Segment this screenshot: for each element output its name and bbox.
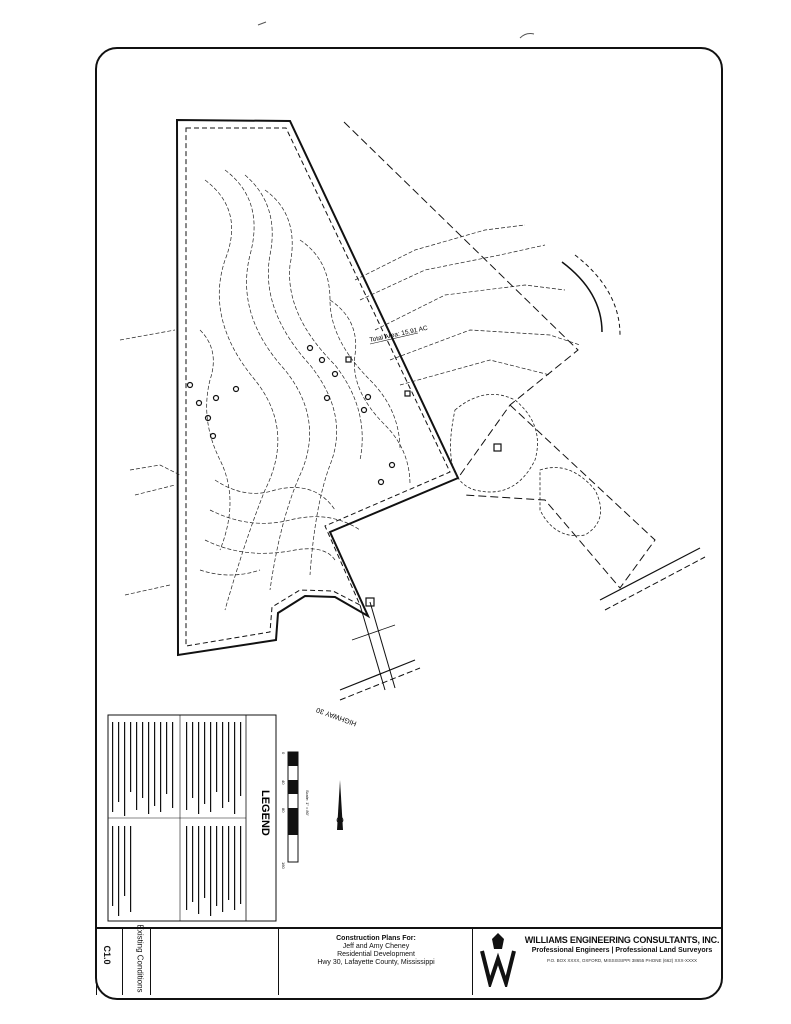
- drawing-info-cell: [150, 929, 278, 995]
- scale-tick-label: 0: [281, 752, 286, 755]
- north-arrow-icon: [336, 780, 344, 830]
- highway-30: [339, 547, 706, 701]
- property-boundary: [175, 118, 460, 657]
- scale-tick-label: 40: [281, 780, 286, 785]
- sheet-number-cell: [96, 929, 122, 995]
- firm-info: WILLIAMS ENGINEERING CONSULTANTS, INC. P…: [524, 935, 720, 963]
- scale-text: Scale: 1" = 80': [305, 790, 310, 816]
- logo-cell: [472, 929, 522, 995]
- project-line-2: Jeff and Amy Cheney: [342, 943, 410, 950]
- project-cell: [278, 929, 654, 995]
- scale-tick-label: 80: [281, 808, 286, 813]
- project-line-4: Hwy 30, Lafayette County, Mississippi: [317, 959, 435, 966]
- contour-lines: [119, 169, 581, 611]
- firm-logo-icon: [480, 933, 516, 987]
- project-info: Construction Plans For: Jeff and Amy Che…: [278, 935, 474, 967]
- legend-entries: [112, 722, 242, 916]
- drawing-sheet-border: [95, 47, 723, 1000]
- title-block: [96, 927, 721, 995]
- scale-tick-label: 160: [281, 862, 286, 869]
- legend-title: LEGEND: [259, 790, 271, 836]
- road-label: HIGHWAY 30: [315, 706, 357, 727]
- adjacent-tract-boundary: [343, 121, 656, 589]
- scale-bar: [287, 751, 299, 863]
- firm-disciplines: Professional Engineers | Professional La…: [531, 947, 713, 954]
- total-area-label: Total Area: 15.91 AC: [369, 325, 429, 344]
- firm-name: WILLIAMS ENGINEERING CONSULTANTS, INC.: [524, 935, 720, 945]
- sheet-title-cell: [122, 929, 150, 995]
- project-line-3: Residential Development: [337, 951, 415, 958]
- pond-outline: [450, 394, 602, 537]
- road-arc: [561, 261, 603, 333]
- sheet-title: Existing Conditions: [135, 924, 145, 993]
- firm-discipline-surveyors: Professional Land Surveyors: [615, 947, 713, 954]
- project-line-1: Construction Plans For:: [336, 935, 416, 942]
- sheet-number: C1.0: [102, 945, 112, 965]
- firm-discipline-engineers: Professional Engineers: [531, 947, 610, 954]
- legend-table: [107, 714, 277, 922]
- tree-symbols: [186, 344, 502, 607]
- firm-address: P.O. BOX XXXX, OXFORD, MISSISSIPPI 38655…: [547, 958, 697, 963]
